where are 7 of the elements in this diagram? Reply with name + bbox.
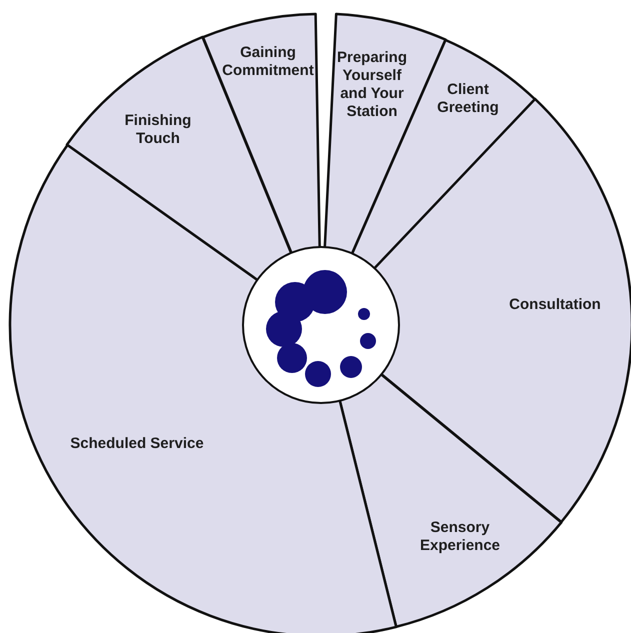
segment-label: Client Greeting xyxy=(436,80,500,117)
segment-label: Sensory Experience xyxy=(418,519,502,555)
segment-label: Gaining Commitment xyxy=(221,44,315,80)
segment-label: Finishing Touch xyxy=(124,112,192,148)
segment-label: Consultation xyxy=(508,296,602,314)
segment-label: Preparing Yourself and Your Station xyxy=(336,48,408,121)
segment-label: Scheduled Service xyxy=(69,434,205,453)
